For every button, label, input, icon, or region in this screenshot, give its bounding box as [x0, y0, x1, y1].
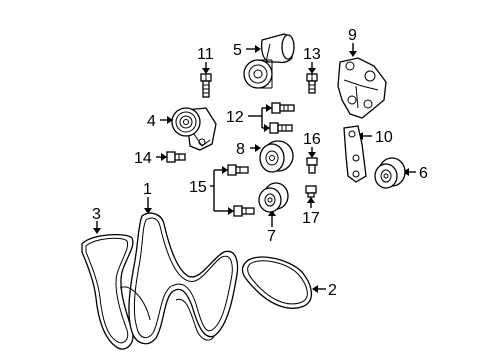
part-6-idler-pulley	[374, 157, 406, 189]
part-1-belt	[119, 212, 239, 345]
callout-11: 11	[197, 46, 214, 63]
leader-lines	[93, 43, 416, 293]
part-10-bracket	[343, 125, 367, 183]
part-11-bolt	[200, 73, 212, 98]
part-12-bolts	[269, 102, 295, 134]
part-8-idler-pulley	[259, 140, 294, 173]
callout-5: 5	[233, 42, 242, 59]
callout-10: 10	[375, 129, 393, 146]
callout-8: 8	[236, 141, 245, 158]
part-17-bolt	[305, 185, 317, 198]
callout-16: 16	[303, 131, 321, 148]
part-5-tensioner	[243, 33, 295, 89]
part-7-idler-pulley	[258, 182, 289, 213]
part-15-bolts	[227, 164, 255, 217]
part-14-bolt	[166, 151, 186, 163]
callout-2: 2	[328, 282, 337, 299]
callout-3: 3	[92, 206, 101, 223]
callout-9: 9	[348, 27, 357, 44]
part-3-belt	[81, 233, 134, 350]
part-4-tensioner-assembly	[171, 107, 217, 151]
callout-13: 13	[303, 46, 321, 63]
callout-1: 1	[143, 181, 152, 198]
callout-15: 15	[189, 179, 207, 196]
part-9-bracket	[337, 57, 387, 119]
part-16-bolt	[306, 157, 318, 174]
part-13-bolt	[306, 73, 318, 94]
callout-4: 4	[147, 113, 156, 130]
part-2-belt	[241, 256, 312, 309]
callout-17: 17	[302, 210, 320, 227]
callout-7: 7	[267, 228, 276, 245]
callout-12: 12	[226, 109, 244, 126]
callout-6: 6	[419, 165, 428, 182]
callout-14: 14	[134, 150, 152, 167]
